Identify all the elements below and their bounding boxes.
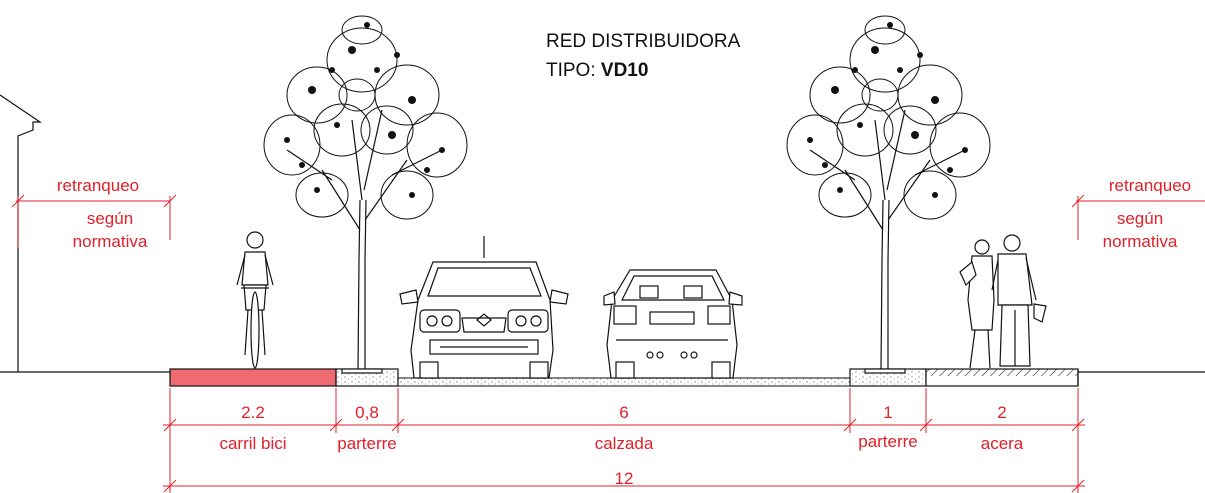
segment-width-bike-lane: 2.2 xyxy=(241,403,265,422)
setback-right: retranqueo según normativa xyxy=(1071,176,1205,251)
title-line1: RED DISTRIBUIDORA xyxy=(546,31,741,52)
segment-label-sidewalk: acera xyxy=(981,434,1024,453)
building-outline-icon xyxy=(0,94,170,373)
title-type-code: VD10 xyxy=(601,60,649,81)
segment-label-roadway: calzada xyxy=(595,434,654,453)
setback-left-line3: normativa xyxy=(73,232,148,251)
setback-right-line3: normativa xyxy=(1103,232,1178,251)
segment-label-parterre-left: parterre xyxy=(337,434,397,453)
car-rear-icon xyxy=(603,269,743,379)
setback-left-line1: retranqueo xyxy=(57,176,139,195)
segment-width-roadway: 6 xyxy=(619,403,628,422)
title-type-prefix: TIPO: xyxy=(546,60,601,81)
title-type-line: TIPO: VD10 xyxy=(546,60,648,81)
cyclist-icon xyxy=(236,231,274,369)
segment-width-parterre-left: 0,8 xyxy=(355,403,379,422)
total-width: 12 xyxy=(615,469,634,488)
setback-left: retranqueo según normativa xyxy=(11,176,177,251)
tree-icon xyxy=(263,15,468,374)
setback-right-line2: según xyxy=(1117,209,1163,228)
setback-right-line1: retranqueo xyxy=(1109,176,1191,195)
segment-label-parterre-right: parterre xyxy=(858,432,918,451)
segment-label-bike-lane: carril bici xyxy=(219,434,286,453)
road-surface xyxy=(397,377,851,387)
segment-width-sidewalk: 2 xyxy=(997,403,1006,422)
car-front-icon xyxy=(399,236,569,379)
pedestrians-icon xyxy=(959,234,1047,369)
segment-width-parterre-right: 1 xyxy=(883,403,892,422)
bike-lane-surface xyxy=(169,368,337,387)
dimension-lines xyxy=(163,388,1085,493)
tree-icon xyxy=(786,15,991,374)
setback-left-line2: según xyxy=(87,209,133,228)
segment-labels: 2.2 carril bici 0,8 parterre 6 calzada 1… xyxy=(219,403,1023,488)
